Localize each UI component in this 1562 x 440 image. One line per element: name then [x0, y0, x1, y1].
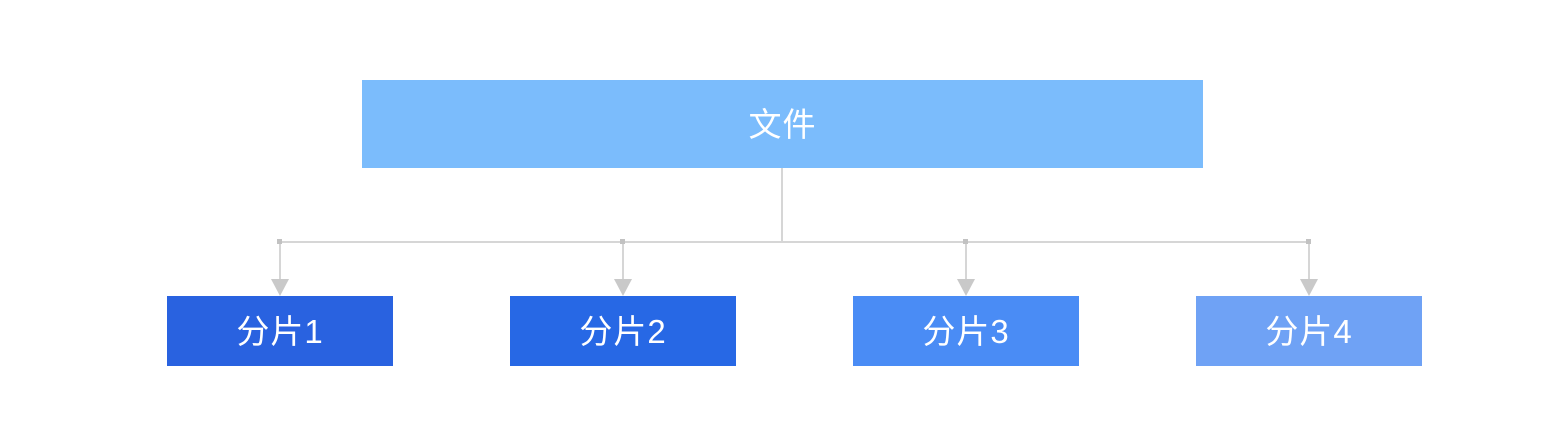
node-file-label: 文件	[748, 105, 817, 143]
node-shard-2-label: 分片2	[579, 312, 667, 350]
junction-dot-4	[1306, 239, 1311, 244]
junction-dot-1	[277, 239, 282, 244]
connector-drop-shard-3	[965, 241, 967, 280]
connector-drop-shard-4	[1308, 241, 1310, 280]
arrow-down-icon	[614, 279, 632, 296]
junction-dot-3	[963, 239, 968, 244]
arrow-down-icon	[957, 279, 975, 296]
arrow-down-icon	[1300, 279, 1318, 296]
node-shard-1: 分片1	[167, 296, 393, 366]
connector-drop-shard-1	[279, 241, 281, 280]
connector-rail	[279, 241, 1310, 243]
junction-dot-2	[620, 239, 625, 244]
node-shard-4: 分片4	[1196, 296, 1422, 366]
node-shard-3-label: 分片3	[922, 312, 1010, 350]
arrow-down-icon	[271, 279, 289, 296]
node-shard-1-label: 分片1	[236, 312, 324, 350]
connector-stem	[781, 168, 783, 242]
node-shard-4-label: 分片4	[1265, 312, 1353, 350]
node-file: 文件	[362, 80, 1203, 168]
connector-drop-shard-2	[622, 241, 624, 280]
node-shard-3: 分片3	[853, 296, 1079, 366]
node-shard-2: 分片2	[510, 296, 736, 366]
